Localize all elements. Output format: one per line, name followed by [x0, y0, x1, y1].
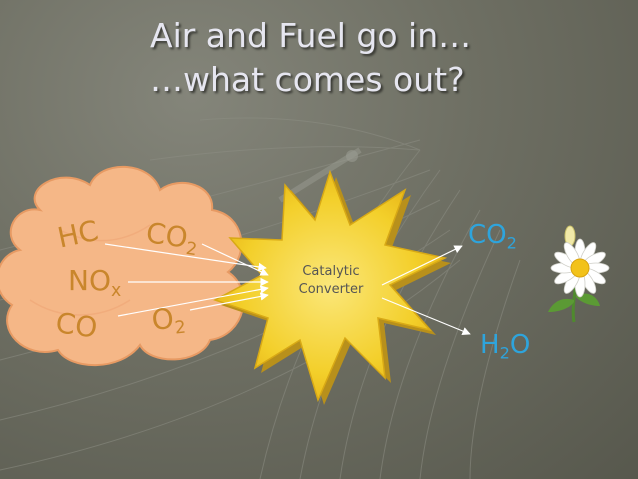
input-co2: CO2 [143, 216, 200, 260]
output-h2o-sub: 2 [499, 343, 510, 363]
output-co2-text: CO [468, 220, 507, 250]
starburst-icon [213, 169, 451, 405]
converter-line-2: Converter [298, 282, 364, 297]
output-h2o: H2O [480, 330, 530, 363]
input-nox-sub: x [110, 281, 122, 302]
daisy-icon [548, 225, 610, 323]
input-o2-sub: 2 [173, 317, 187, 339]
input-nox: NOx [68, 264, 121, 301]
input-o2-text: O [150, 301, 176, 337]
input-arrows [104, 243, 269, 317]
smog-cloud-icon [0, 165, 245, 367]
title-line-1: Air and Fuel go in… [150, 16, 472, 55]
input-co: CO [54, 306, 100, 344]
arrow-co [117, 285, 269, 317]
output-h2o-tail: O [509, 330, 531, 360]
converter-label: Catalytic Converter [286, 263, 376, 299]
output-h2o-text: H [480, 330, 500, 360]
output-arrows [381, 245, 471, 336]
arrow-co2 [201, 243, 269, 276]
input-co-text: CO [53, 306, 100, 345]
input-co2-text: CO [143, 216, 190, 255]
input-o2: O2 [150, 301, 187, 341]
converter-line-1: Catalytic [302, 264, 360, 279]
arrow-hc [104, 243, 267, 272]
title-line-2: …what comes out? [150, 60, 465, 99]
arrow-out-h2o [381, 297, 471, 336]
output-co2: CO2 [468, 220, 517, 253]
input-nox-text: NO [68, 264, 111, 297]
output-co2-sub: 2 [506, 233, 517, 253]
slide-title: Air and Fuel go in… …what comes out? [150, 14, 620, 102]
arrow-o2 [189, 292, 269, 311]
arrow-out-co2 [381, 245, 463, 286]
